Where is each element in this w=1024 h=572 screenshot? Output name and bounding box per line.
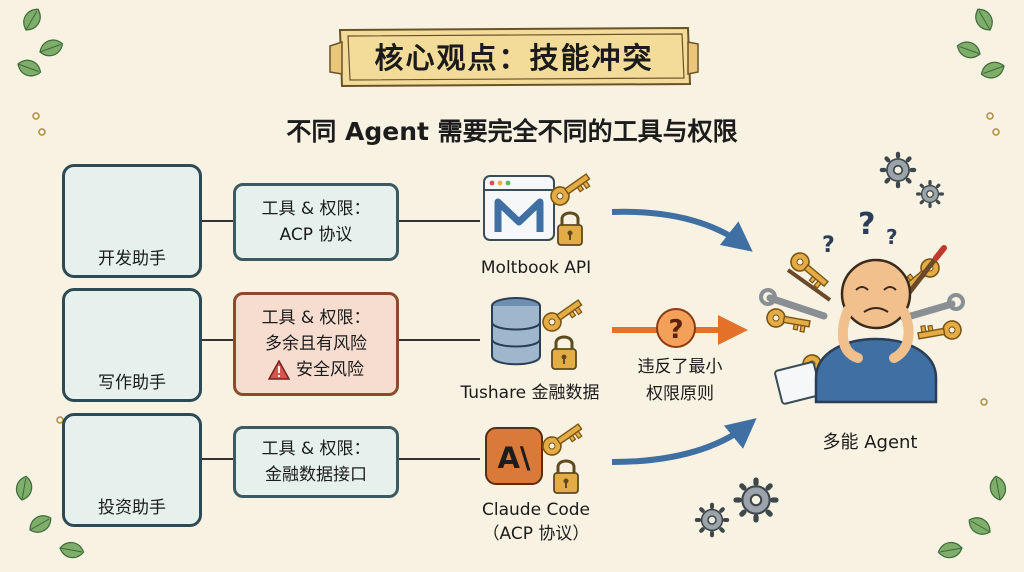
role-label-developer: 开发助手 [98, 249, 166, 269]
tool-box-writer: 工具 & 权限： 多余且有风险 安全风险 [233, 292, 399, 396]
claude-code-logo-icon: A\ [485, 418, 586, 495]
tool-heading: 工具 & 权限： [261, 199, 371, 219]
role-card-writer: 写作助手 [62, 288, 202, 402]
risk-warning: 安全风险 [268, 357, 364, 383]
tool-heading: 工具 & 权限： [261, 308, 371, 328]
tool-heading: 工具 & 权限： [261, 439, 371, 459]
svg-text:?: ? [668, 315, 683, 345]
arrow-row-3 [611, 418, 757, 465]
leaf-decoration-top-right [954, 4, 1008, 82]
tool-detail: 多余且有风险 [265, 334, 367, 354]
page-title: 核心观点：技能冲突 [374, 41, 654, 75]
svg-text:A\: A\ [497, 441, 530, 475]
tools-fan [759, 245, 965, 405]
agent-figure [814, 258, 938, 404]
violation-caption: 违反了最小 权限原则 [610, 354, 750, 408]
database-icon [491, 294, 586, 371]
title-banner [329, 26, 699, 88]
service-name: Claude Code [482, 500, 590, 520]
service-label-tushare: Tushare 金融数据 [460, 383, 600, 403]
tool-box-developer: 工具 & 权限： ACP 协议 [233, 183, 399, 261]
service-label-moltbook: Moltbook API [480, 258, 592, 278]
moltbook-logo-icon [483, 168, 594, 247]
tool-detail: ACP 协议 [279, 225, 353, 245]
svg-text:?: ? [858, 207, 875, 242]
warning-triangle-icon [268, 360, 290, 380]
question-marks: ? ? ? [822, 207, 898, 258]
gear-icon-top [882, 154, 944, 208]
role-card-investor: 投资助手 [62, 413, 202, 527]
violation-line-2: 权限原则 [646, 384, 714, 404]
svg-text:?: ? [886, 225, 898, 249]
tool-box-investor: 工具 & 权限： 金融数据接口 [233, 426, 399, 498]
warning-text: 安全风险 [296, 360, 364, 380]
violation-line-1: 违反了最小 [637, 357, 723, 377]
service-sub: （ACP 协议） [482, 524, 590, 544]
leaf-decoration-top-left [14, 4, 66, 80]
arrow-row-1 [611, 208, 753, 252]
svg-text:?: ? [822, 233, 835, 258]
dot-decorations [32, 112, 1000, 424]
leaf-decoration-bottom-right [936, 474, 1008, 561]
role-label-writer: 写作助手 [98, 373, 166, 393]
subtitle: 不同 Agent 需要完全不同的工具与权限 [286, 117, 738, 146]
role-card-developer: 开发助手 [62, 164, 202, 278]
question-warning-icon: ? [656, 308, 696, 348]
agent-label: 多能 Agent [822, 432, 918, 453]
service-label-claude: Claude Code （ACP 协议） [446, 498, 626, 546]
tool-detail: 金融数据接口 [265, 465, 367, 485]
role-label-investor: 投资助手 [98, 498, 166, 518]
gear-icon-bottom [697, 480, 776, 535]
